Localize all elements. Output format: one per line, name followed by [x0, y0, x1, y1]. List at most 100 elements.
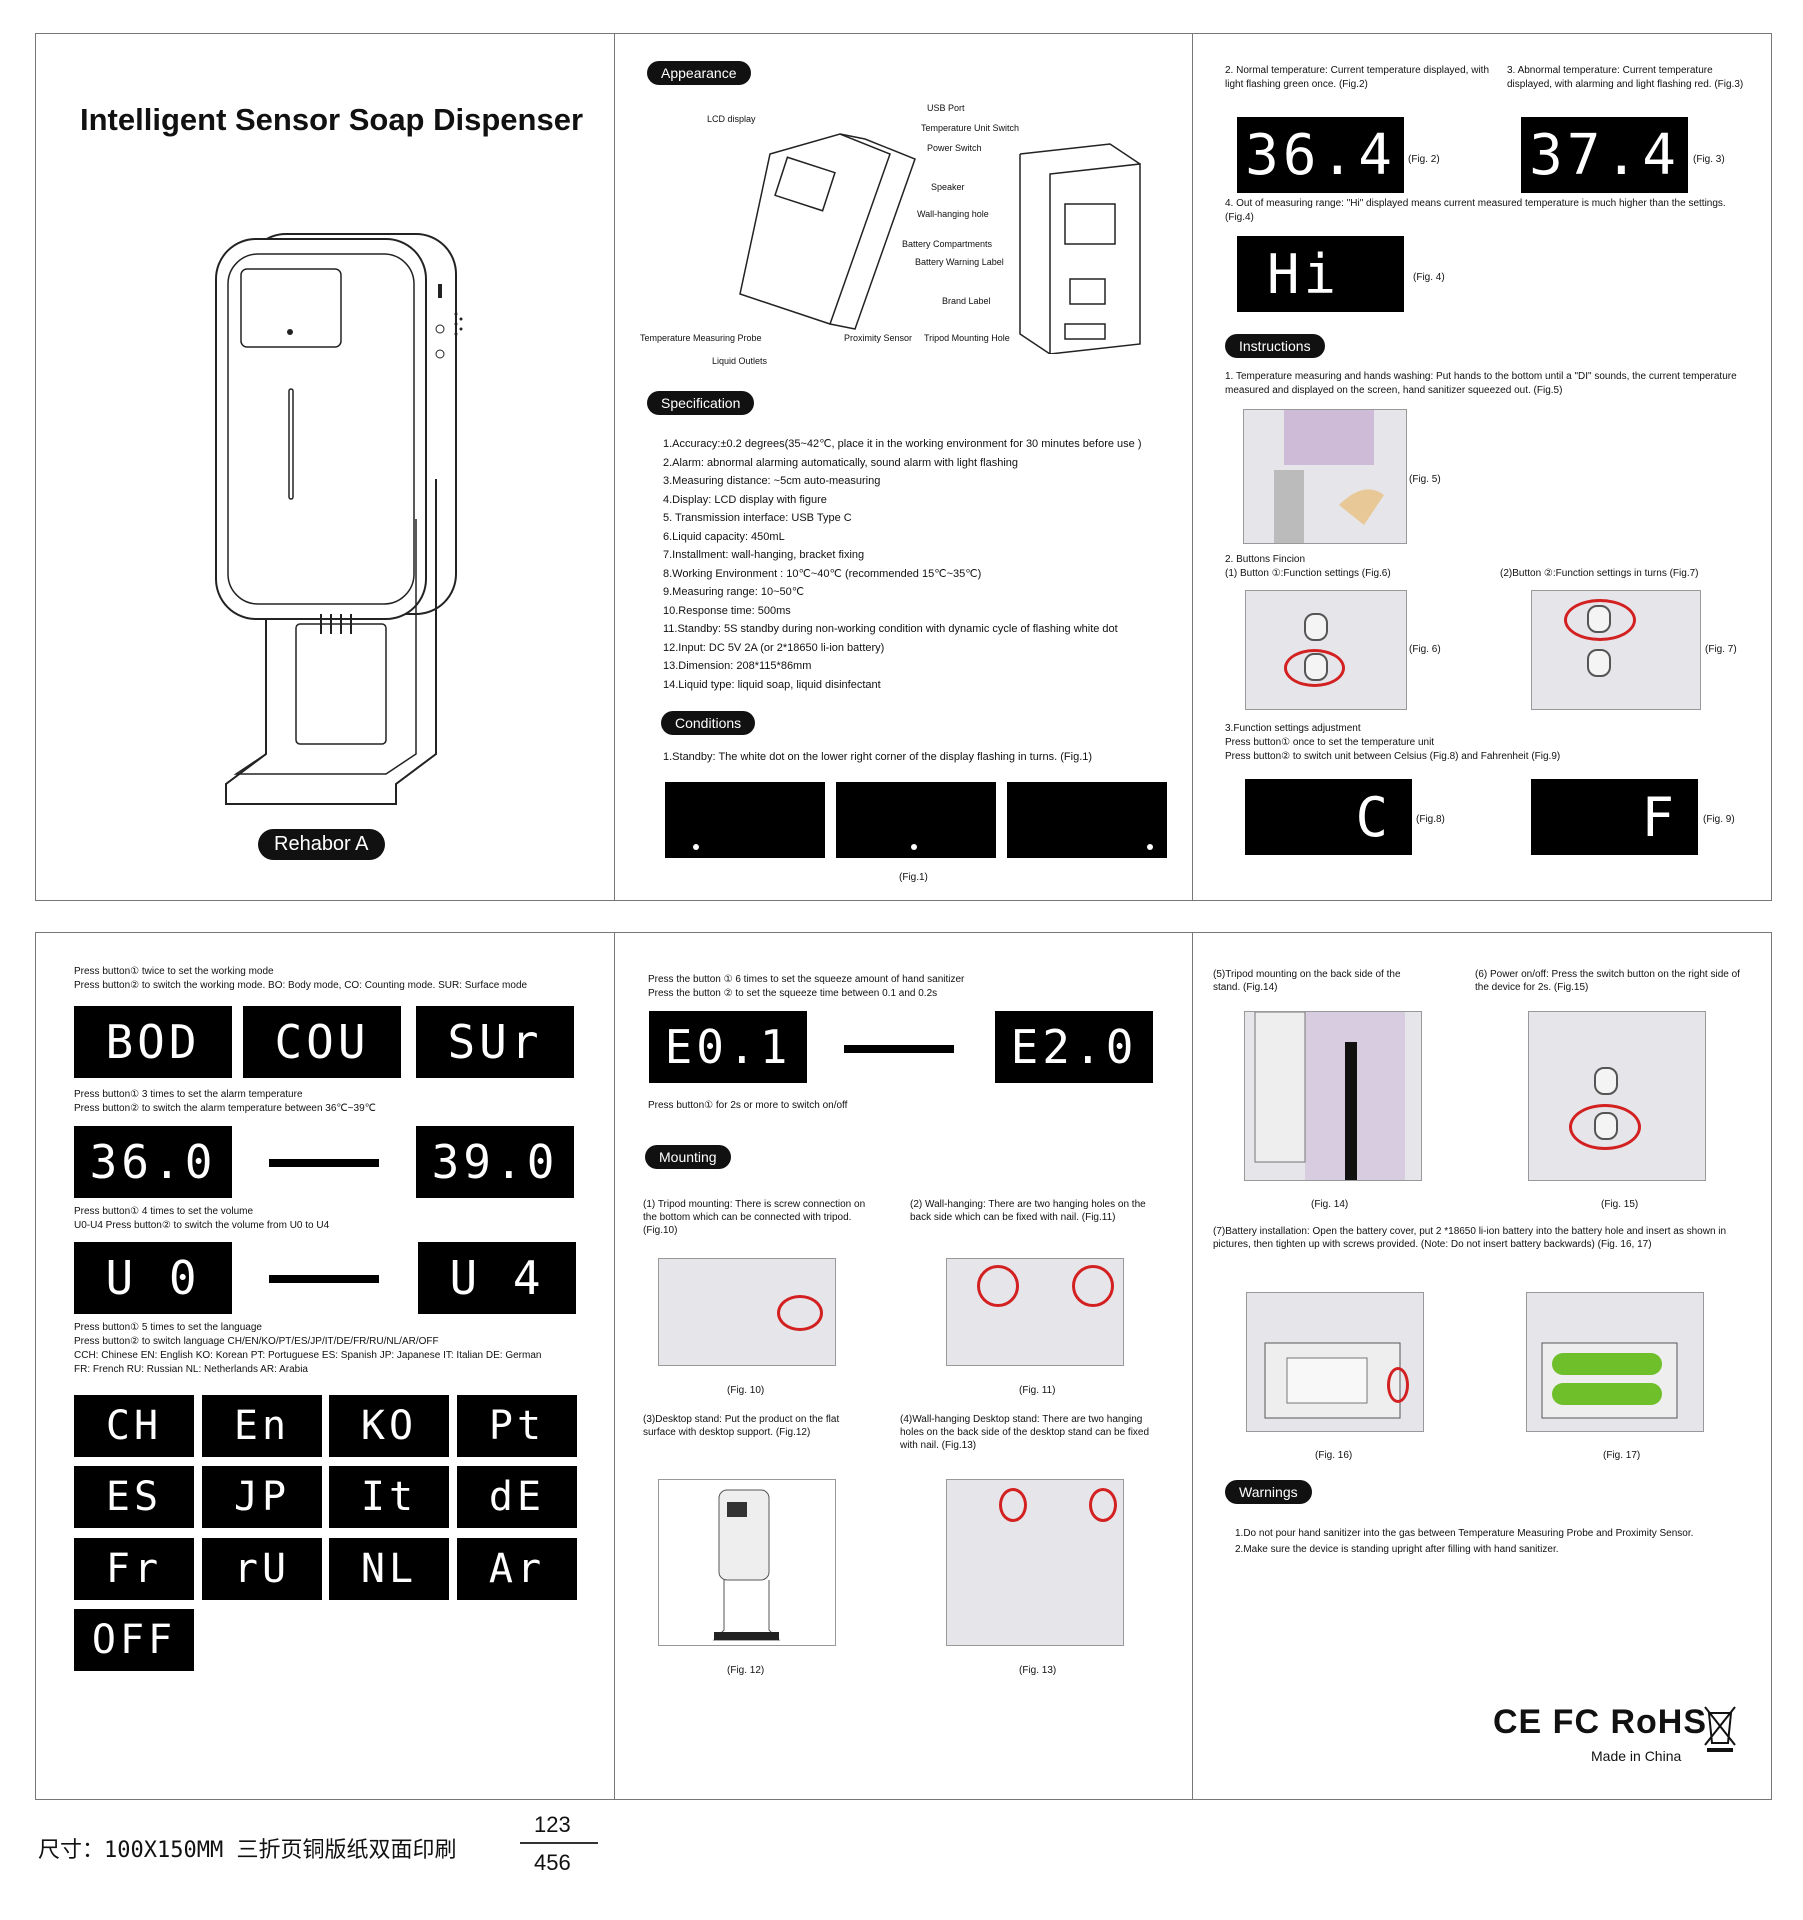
hands-washing-photo — [1243, 409, 1407, 544]
mount-5: (5)Tripod mounting on the back side of t… — [1213, 969, 1401, 993]
warnings-heading: Warnings — [1225, 1480, 1312, 1504]
specification-heading: Specification — [647, 391, 755, 415]
highlight-ring — [777, 1295, 823, 1331]
made-in-label: Made in China — [1591, 1748, 1682, 1764]
lcd-squeeze-low: E0.1 — [649, 1011, 807, 1083]
spec-item: 10.Response time: 500ms — [663, 604, 791, 617]
spec-item: 7.Installment: wall-hanging, bracket fix… — [663, 549, 865, 561]
button-icon-1 — [1587, 649, 1611, 677]
fig9-caption: (Fig. 9) — [1703, 814, 1735, 825]
spec-item: 11.Standby: 5S standby during non-workin… — [663, 623, 1118, 635]
panel-settings: Press button① twice to set the working m… — [35, 932, 615, 1800]
panel-appearance: Appearance LCD display USB Port Temperat… — [614, 33, 1193, 901]
lcd-mode-counting: COU — [243, 1006, 401, 1078]
appearance-diagram — [739, 133, 1141, 354]
mount-3: (3)Desktop stand: Put the product on the… — [643, 1414, 840, 1438]
button1-photo — [1245, 590, 1407, 710]
fig8-caption: (Fig.8) — [1416, 814, 1445, 825]
wall-hanging-photo — [946, 1258, 1124, 1366]
lcd-lang: It — [329, 1466, 449, 1528]
spec-item: 6.Liquid capacity: 450mL — [663, 530, 785, 543]
lcd-normal-temp: 36.4 — [1237, 117, 1404, 193]
spec-item: 1.Accuracy:±0.2 degrees(35~42℃, place it… — [663, 438, 1142, 450]
lcd-lang: ES — [74, 1466, 194, 1528]
label-proximity: Proximity Sensor — [844, 333, 913, 343]
spec-item: 5. Transmission interface: USB Type C — [663, 512, 852, 524]
lcd-mode-surface: SUr — [416, 1006, 574, 1078]
tripod-photo — [658, 1258, 836, 1366]
label-brand: Brand Label — [942, 296, 991, 306]
lcd-lang: KO — [329, 1395, 449, 1457]
button2-photo — [1531, 590, 1701, 710]
mode-line-1: Press button① twice to set the working m… — [74, 966, 274, 977]
spec-item: 2.Alarm: abnormal alarming automatically… — [663, 456, 1019, 469]
lcd-volume-low: U 0 — [74, 1242, 232, 1314]
weee-bin-icon — [1704, 1706, 1736, 1752]
standby-lcd-1 — [665, 782, 825, 858]
lcd-lang: Ar — [457, 1538, 577, 1600]
lcd-lang: NL — [329, 1538, 449, 1600]
mount-1: (1) Tripod mounting: There is screw conn… — [643, 1199, 866, 1236]
mount-6: (6) Power on/off: Press the switch butto… — [1475, 969, 1740, 993]
fig13-caption: (Fig. 13) — [1019, 1665, 1057, 1676]
lcd-lang: Pt — [457, 1395, 577, 1457]
warning-1: 1.Do not pour hand sanitizer into the ga… — [1235, 1528, 1694, 1539]
adjust-title: 3.Function settings adjustment — [1225, 723, 1361, 734]
desktop-stand-photo — [658, 1479, 836, 1646]
fig12-caption: (Fig. 12) — [727, 1665, 765, 1676]
lcd-lang: CH — [74, 1395, 194, 1457]
lcd-hi: Hi — [1237, 236, 1404, 312]
spec-item: 14.Liquid type: liquid soap, liquid disi… — [663, 678, 881, 691]
fig1-caption: (Fig.1) — [899, 872, 928, 883]
lcd-lang: dE — [457, 1466, 577, 1528]
label-speaker: Speaker — [931, 182, 965, 192]
fig2-caption: (Fig. 2) — [1408, 154, 1440, 165]
spec-item: 3.Measuring distance: ~5cm auto-measurin… — [663, 475, 881, 487]
range-dash — [844, 1045, 954, 1053]
button-icon-2 — [1594, 1067, 1618, 1095]
lcd-lang: JP — [202, 1466, 322, 1528]
onoff-text: Press button① for 2s or more to switch o… — [648, 1100, 848, 1111]
mount-2: (2) Wall-hanging: There are two hanging … — [910, 1199, 1146, 1223]
specification-list: 1.Accuracy:±0.2 degrees(35~42℃, place it… — [663, 435, 1173, 694]
fig10-caption: (Fig. 10) — [727, 1385, 765, 1396]
mount-7: (7)Battery installation: Open the batter… — [1213, 1226, 1727, 1250]
button-icon-2 — [1304, 613, 1328, 641]
lcd-fahrenheit: F — [1531, 779, 1698, 855]
print-size-note: 尺寸：100X150MM 三折页铜版纸双面印刷 — [38, 1838, 457, 1863]
fig6-caption: (Fig. 6) — [1409, 644, 1441, 655]
alarm-line-2: Press button② to switch the alarm temper… — [74, 1103, 376, 1114]
tripod-back-photo — [1244, 1011, 1422, 1181]
standby-lcd-2 — [836, 782, 996, 858]
volume-line-2: U0-U4 Press button② to switch the volume… — [74, 1220, 330, 1231]
highlight-ring — [1387, 1367, 1409, 1403]
volume-line-1: Press button① 4 times to set the volume — [74, 1206, 254, 1217]
highlight-ring — [977, 1265, 1019, 1307]
label-outlets: Liquid Outlets — [712, 356, 768, 366]
label-temp-switch: Temperature Unit Switch — [921, 123, 1020, 133]
fold-order-bottom: 456 — [534, 1850, 571, 1875]
instruction-1: 1. Temperature measuring and hands washi… — [1225, 371, 1737, 396]
label-probe: Temperature Measuring Probe — [640, 333, 762, 343]
lcd-lang: Fr — [74, 1538, 194, 1600]
lcd-lang: OFF — [74, 1609, 194, 1671]
fig14-caption: (Fig. 14) — [1311, 1199, 1349, 1210]
cover-title: Intelligent Sensor Soap Dispenser — [80, 102, 584, 137]
fig4-caption: (Fig. 4) — [1413, 272, 1445, 283]
mode-line-2: Press button② to switch the working mode… — [74, 980, 528, 991]
appearance-heading: Appearance — [647, 61, 751, 85]
label-battery-warning: Battery Warning Label — [915, 257, 1004, 267]
fig7-caption: (Fig. 7) — [1705, 644, 1737, 655]
spec-item: 8.Working Environment : 10℃~40℃ (recomme… — [663, 567, 982, 580]
lcd-alarm-high: 39.0 — [416, 1126, 574, 1198]
fig5-caption: (Fig. 5) — [1409, 474, 1441, 485]
conditions-heading: Conditions — [661, 711, 756, 735]
language-line-1: Press button① 5 times to set the languag… — [74, 1322, 262, 1333]
lcd-mode-body: BOD — [74, 1006, 232, 1078]
highlight-ring — [1284, 649, 1345, 687]
battery-installed-photo — [1526, 1292, 1704, 1432]
range-dash — [269, 1275, 379, 1283]
range-dash — [269, 1159, 379, 1167]
label-tripod: Tripod Mounting Hole — [924, 333, 1010, 343]
model-badge: Rehabor A — [258, 829, 385, 860]
